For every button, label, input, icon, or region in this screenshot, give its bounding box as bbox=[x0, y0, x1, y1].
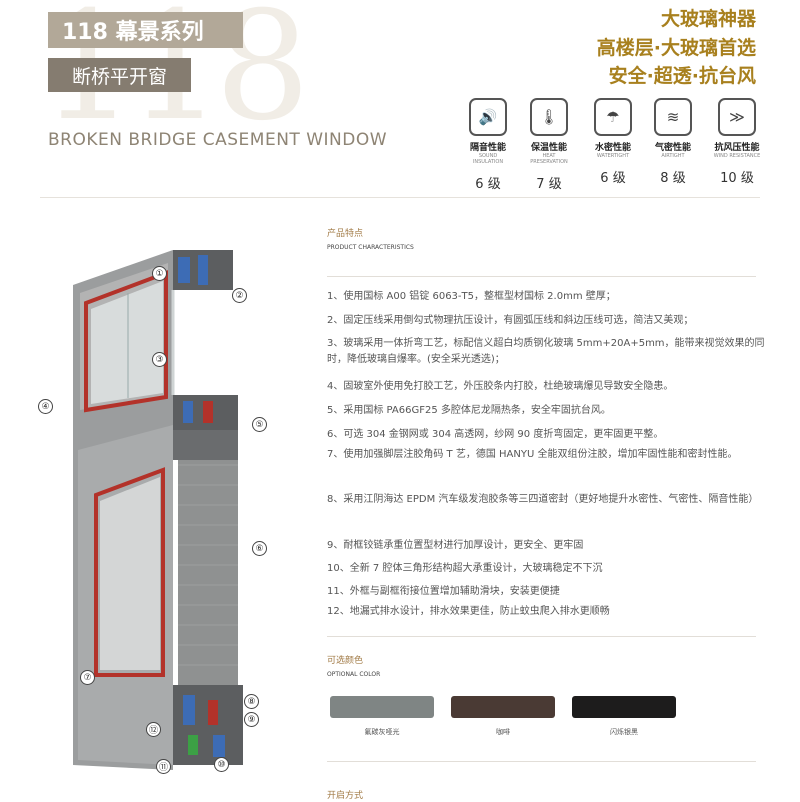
perf-label: 水密性能 bbox=[594, 143, 631, 153]
callout-2: ② bbox=[232, 288, 247, 303]
feature-item: 11、外框与副框衔接位置增加辅助滑块，安装更便捷 bbox=[327, 586, 560, 597]
thermometer-icon: 🌡 bbox=[530, 98, 568, 136]
feature-item: 4、固玻室外使用免打胶工艺，外压胶条内打胶，杜绝玻璃爆见导致安全隐患。 bbox=[327, 381, 674, 392]
feature-item: 8、采用江阴海达 EPDM 汽车级发泡胶条等三四道密封（更好地提升水密性、气密性… bbox=[327, 494, 759, 505]
feature-item: 3、玻璃采用一体折弯工艺，标配信义超白均质钢化玻璃 5mm+20A+5mm，能带… bbox=[327, 338, 765, 365]
feature-item: 12、地漏式排水设计，排水效果更佳，防止蚊虫爬入排水更顺畅 bbox=[327, 606, 610, 617]
perf-wind: ≫ 抗风压性能 WIND RESISTANCE 10 级 bbox=[712, 98, 762, 186]
perf-level: 8 级 bbox=[660, 171, 686, 186]
callout-5: ⑤ bbox=[252, 417, 267, 432]
perf-label: 气密性能 bbox=[654, 143, 691, 153]
perf-air: ≋ 气密性能 AIRTIGHT 8 级 bbox=[648, 98, 698, 186]
colors-title: 可选颜色 bbox=[327, 656, 364, 666]
features-en-title: PRODUCT CHARACTERISTICS bbox=[327, 244, 414, 251]
perf-en-label: WIND RESISTANCE bbox=[713, 153, 761, 159]
perf-label: 保温性能 bbox=[530, 143, 567, 153]
color-swatch-coffee[interactable] bbox=[451, 696, 555, 718]
perf-level: 6 级 bbox=[475, 177, 501, 192]
series-title: 118 幕景系列 bbox=[48, 12, 243, 48]
colors-divider bbox=[327, 761, 756, 762]
rain-cloud-icon: ☂ bbox=[594, 98, 632, 136]
callout-1: ① bbox=[152, 266, 167, 281]
perf-en-label: HEAT PRESERVATION bbox=[530, 153, 568, 165]
perf-en-label: WATERTIGHT bbox=[596, 153, 630, 159]
wind-icon: ≫ bbox=[718, 98, 756, 136]
color-swatch-black[interactable] bbox=[572, 696, 676, 718]
slogan-line-2: 高楼层·大玻璃首选 bbox=[596, 37, 756, 59]
feature-item: 7、使用加强脚层注胶角码 T 艺，德国 HANYU 全能双组份注胶，增加牢固性能… bbox=[327, 449, 738, 460]
feature-item: 9、耐框铰链承重位置型材进行加厚设计，更安全、更牢固 bbox=[327, 540, 584, 551]
perf-level: 10 级 bbox=[720, 171, 754, 186]
slogan-line-3: 安全·超透·抗台风 bbox=[608, 65, 756, 87]
callout-9: ⑨ bbox=[244, 712, 259, 727]
color-swatch-grey[interactable] bbox=[330, 696, 434, 718]
perf-label: 抗风压性能 bbox=[714, 143, 760, 153]
callout-11: ⑪ bbox=[156, 759, 171, 774]
perf-heat: 🌡 保温性能 HEAT PRESERVATION 7 级 bbox=[524, 98, 574, 192]
callout-10: ⑩ bbox=[214, 757, 229, 772]
features-divider bbox=[327, 276, 756, 277]
features-bottom-divider bbox=[327, 636, 756, 637]
feature-item: 10、全新 7 腔体三角形结构超大承重设计，大玻璃稳定不下沉 bbox=[327, 563, 603, 574]
color-name: 咖啡 bbox=[496, 728, 510, 736]
color-name: 氟碳灰哑光 bbox=[364, 728, 400, 736]
header-divider bbox=[40, 197, 760, 198]
perf-level: 6 级 bbox=[600, 171, 626, 186]
window-section-illustration bbox=[73, 250, 243, 770]
callout-3: ③ bbox=[152, 352, 167, 367]
slogan-line-1: 大玻璃神器 bbox=[660, 8, 756, 30]
callout-12: ⑫ bbox=[146, 722, 161, 737]
speaker-icon: 🔊 bbox=[469, 98, 507, 136]
perf-label: 隔音性能 bbox=[469, 143, 506, 153]
perf-sound: 🔊 隔音性能 SOUND INSULATION 6 级 bbox=[463, 98, 513, 192]
product-subtitle: 断桥平开窗 bbox=[48, 58, 191, 92]
perf-en-label: AIRTIGHT bbox=[661, 153, 685, 159]
callout-6: ⑥ bbox=[252, 541, 267, 556]
perf-water: ☂ 水密性能 WATERTIGHT 6 级 bbox=[588, 98, 638, 186]
english-title: BROKEN BRIDGE CASEMENT WINDOW bbox=[48, 130, 388, 150]
color-name: 闪烁银黑 bbox=[610, 728, 638, 736]
features-title: 产品特点 bbox=[327, 229, 364, 239]
opening-title: 开启方式 bbox=[327, 791, 364, 801]
callout-8: ⑧ bbox=[244, 694, 259, 709]
perf-en-label: SOUND INSULATION bbox=[472, 153, 504, 165]
feature-item: 2、固定压线采用倒勾式物理抗压设计，有圆弧压线和斜边压线可选，简洁又美观； bbox=[327, 315, 694, 326]
callout-4: ④ bbox=[38, 399, 53, 414]
colors-en-title: OPTIONAL COLOR bbox=[327, 671, 381, 678]
feature-item: 5、采用国标 PA66GF25 多腔体尼龙隔热条，安全牢固抗台风。 bbox=[327, 405, 611, 416]
feature-item: 1、使用国标 A00 铝锭 6063-T5，整框型材国标 2.0mm 壁厚； bbox=[327, 291, 616, 302]
air-icon: ≋ bbox=[654, 98, 692, 136]
feature-item: 6、可选 304 金钢网或 304 高透网，纱网 90 度折弯固定，更牢固更平整… bbox=[327, 429, 664, 440]
perf-level: 7 级 bbox=[536, 177, 562, 192]
callout-7: ⑦ bbox=[80, 670, 95, 685]
